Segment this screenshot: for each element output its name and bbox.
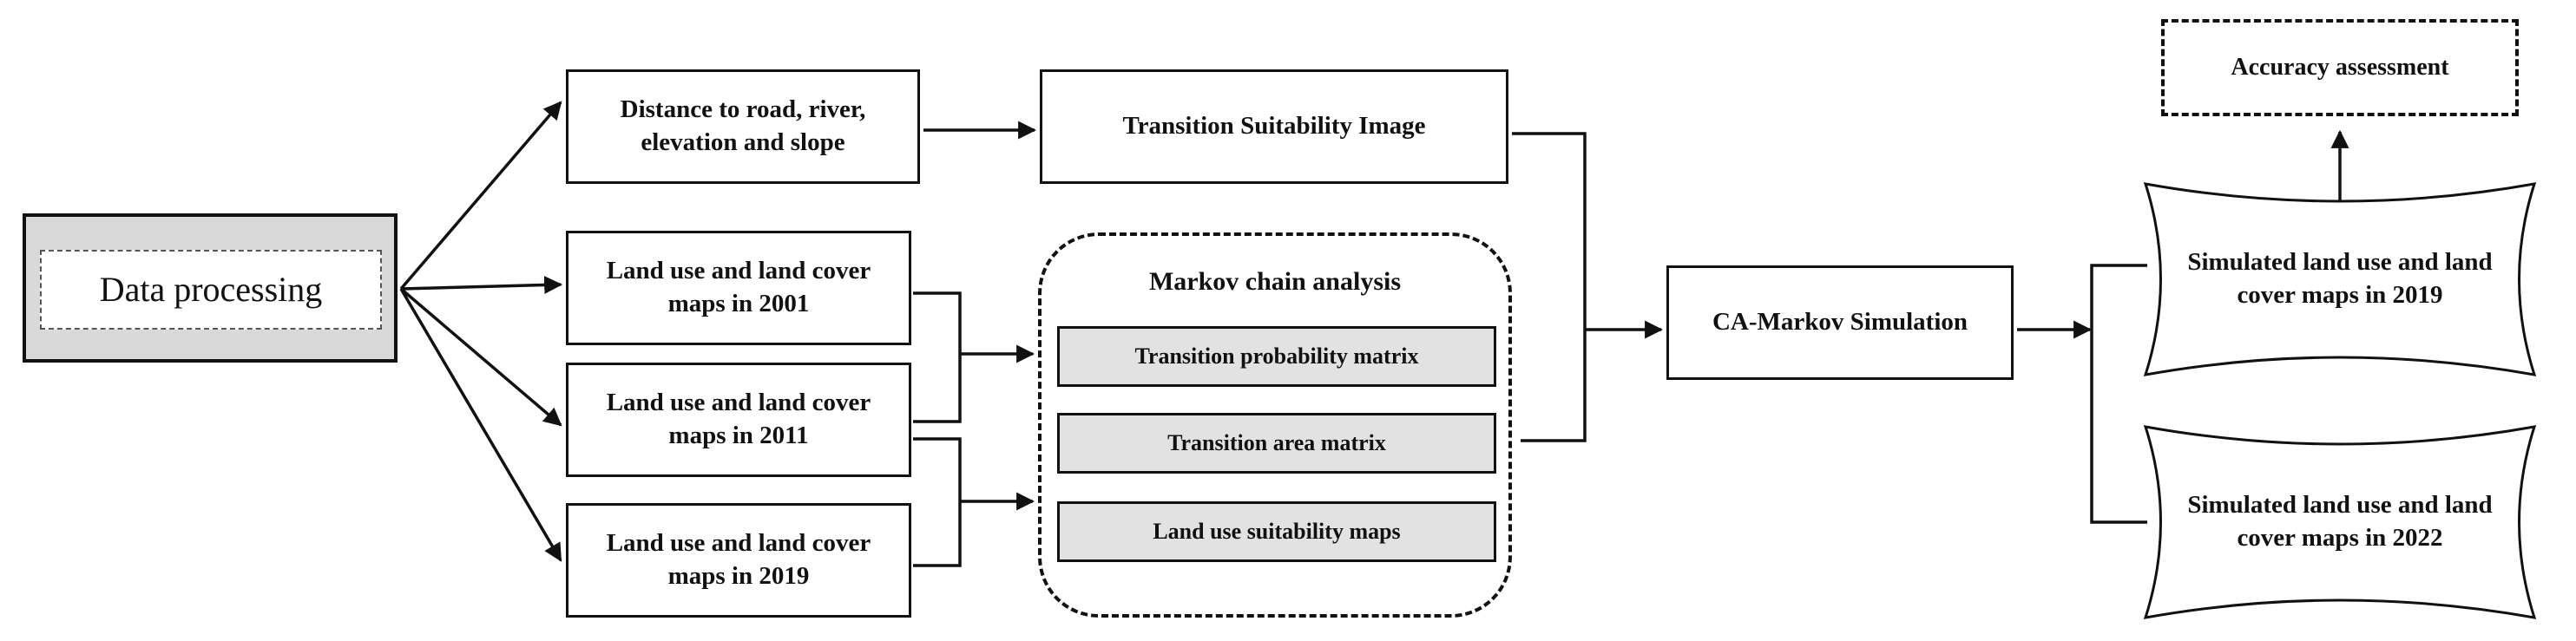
transition-suitability-image-box: Transition Suitability Image <box>1040 69 1508 184</box>
ca-markov-simulation-box: CA-Markov Simulation <box>1666 265 2014 380</box>
transition-probability-matrix-box: Transition probability matrix <box>1057 326 1496 387</box>
simulated-2022-shape <box>2143 425 2537 619</box>
bracket-to-ca-markov <box>1512 132 1587 442</box>
bracket-2011-2019 <box>913 437 962 567</box>
simulated-2019-label: Simulated land use and land cover maps i… <box>2187 248 2493 309</box>
bracket-outputs <box>2090 264 2147 524</box>
arrow-to-distance <box>399 101 562 291</box>
data-processing-box: Data processing <box>23 213 398 363</box>
arrow-to-lulc-2019 <box>399 288 562 562</box>
accuracy-assessment-box: Accuracy assessment <box>2161 19 2519 116</box>
data-processing-label: Data processing <box>40 250 382 330</box>
bracket-2001-2011 <box>913 291 962 423</box>
arrow-to-lulc-2001 <box>400 276 563 295</box>
distance-box: Distance to road, river, elevation and s… <box>566 69 920 184</box>
markov-chain-analysis-title: Markov chain analysis <box>1148 266 1402 296</box>
arrow-to-lulc-2011 <box>399 287 562 427</box>
lulc-2019-box: Land use and land cover maps in 2019 <box>566 503 911 618</box>
lulc-2011-box: Land use and land cover maps in 2011 <box>566 363 911 477</box>
simulated-2022-label: Simulated land use and land cover maps i… <box>2187 491 2493 552</box>
simulated-2019-shape <box>2143 182 2537 376</box>
transition-area-matrix-box: Transition area matrix <box>1057 413 1496 474</box>
land-use-suitability-maps-box: Land use suitability maps <box>1057 501 1496 562</box>
lulc-2001-box: Land use and land cover maps in 2001 <box>566 231 911 345</box>
